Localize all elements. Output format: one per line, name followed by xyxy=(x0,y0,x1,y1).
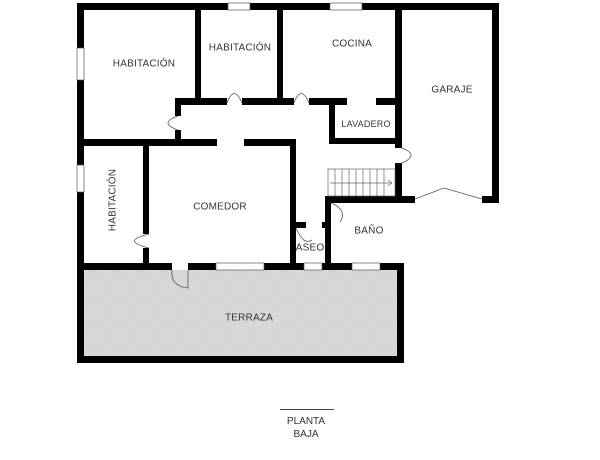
room-label-bano: BAÑO xyxy=(354,225,384,237)
door-swings xyxy=(134,93,483,289)
room-label-comedor: COMEDOR xyxy=(193,201,247,213)
plan-caption: PLANTA BAJA xyxy=(287,415,325,441)
room-label-garaje: GARAJE xyxy=(431,84,473,96)
stairs xyxy=(327,168,396,197)
room-label-cocina: COCINA xyxy=(331,38,373,50)
plan-caption-line1: PLANTA xyxy=(286,416,326,427)
room-label-aseo: ASEO xyxy=(295,242,325,254)
terrace-area xyxy=(84,270,397,356)
windows xyxy=(76,2,381,271)
room-label-habitacion-2: HABITACIÓN xyxy=(208,42,272,54)
walls xyxy=(77,3,499,363)
room-label-lavadero: LAVADERO xyxy=(341,119,391,129)
room-label-habitacion-3: HABITACIÓN xyxy=(107,168,119,232)
plan-caption-line2: BAJA xyxy=(293,429,319,440)
room-label-habitacion-1: HABITACIÓN xyxy=(112,58,176,70)
room-label-terraza: TERRAZA xyxy=(224,312,274,324)
caption-rule xyxy=(280,409,334,410)
